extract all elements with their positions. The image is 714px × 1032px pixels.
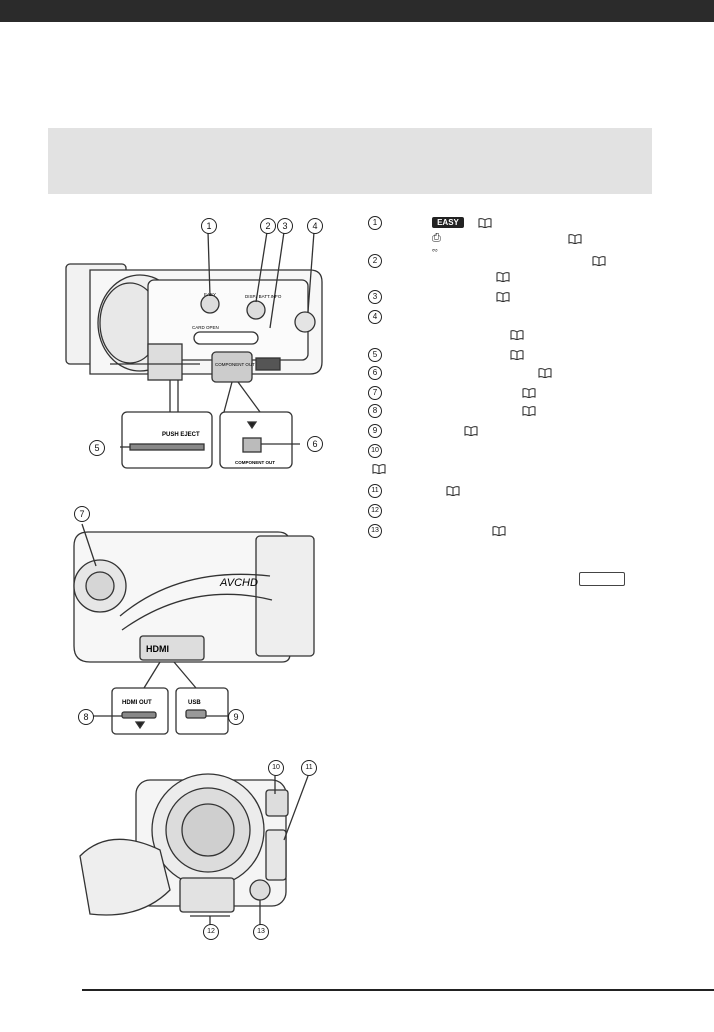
- book-icon: [492, 526, 506, 536]
- hdmi-logo-text: HDMI: [146, 644, 169, 654]
- legend-number: 5: [368, 348, 382, 362]
- book-icon: [372, 464, 386, 474]
- component-out-inset-label: COMPONENT OUT: [235, 460, 275, 465]
- component-out-body-label: COMPONENT OUT: [215, 362, 255, 367]
- legend-number: 7: [368, 386, 382, 400]
- callout-4: 4: [307, 218, 323, 234]
- legend-number: 9: [368, 424, 382, 438]
- legend-number: 13: [368, 524, 382, 538]
- mode-button-icon: [579, 572, 625, 586]
- avchd-logo-text: AVCHD: [219, 577, 258, 589]
- callout-12: 12: [203, 924, 219, 940]
- legend-number: 3: [368, 290, 382, 304]
- print-share-icon: ⎙ ∾: [432, 232, 441, 256]
- card-open-label: CARD OPEN: [192, 325, 219, 330]
- callout-5: 5: [89, 440, 105, 456]
- book-icon: [522, 388, 536, 398]
- push-eject-label: PUSH EJECT: [162, 432, 200, 438]
- book-icon: [464, 426, 478, 436]
- callout-9: 9: [228, 709, 244, 725]
- easy-button-label: EASY: [204, 292, 216, 297]
- callout-2: 2: [260, 218, 276, 234]
- hdmi-out-label: HDMI OUT: [122, 700, 152, 706]
- callout-3: 3: [277, 218, 293, 234]
- legend-number: 1: [368, 216, 382, 230]
- legend-number: 11: [368, 484, 382, 498]
- book-icon: [568, 234, 582, 244]
- book-icon: [478, 218, 492, 228]
- callout-10: 10: [268, 760, 284, 776]
- usb-label: USB: [188, 700, 201, 706]
- header-bar: [0, 0, 714, 22]
- callout-6: 6: [307, 436, 323, 452]
- book-icon: [496, 292, 510, 302]
- book-icon: [510, 350, 524, 360]
- easy-badge: EASY: [432, 217, 464, 228]
- book-icon: [510, 330, 524, 340]
- callout-11: 11: [301, 760, 317, 776]
- book-icon: [446, 486, 460, 496]
- camcorder-right-illustration: AVCHD HDMI HDMI OUT USB: [73, 523, 315, 735]
- figure-left-side-view: PUSH EJECT COMPONENT OUT COMPONENT OUT C…: [60, 218, 350, 480]
- disp-batt-info-label: DISP./ BATT.INFO: [245, 294, 282, 299]
- legend-number: 4: [368, 310, 382, 324]
- camcorder-front-illustration: [79, 773, 309, 928]
- book-icon: [522, 406, 536, 416]
- callout-7: 7: [74, 506, 90, 522]
- callout-13: 13: [253, 924, 269, 940]
- callout-1: 1: [201, 218, 217, 234]
- legend-number: 12: [368, 504, 382, 518]
- figure-right-side-view: AVCHD HDMI HDMI OUT USB 7 8 9: [60, 506, 330, 742]
- book-icon: [592, 256, 606, 266]
- callout-8: 8: [78, 709, 94, 725]
- legend-number: 2: [368, 254, 382, 268]
- legend-number: 8: [368, 404, 382, 418]
- legend-number: 6: [368, 366, 382, 380]
- section-title-panel: [48, 128, 652, 194]
- book-icon: [496, 272, 510, 282]
- camcorder-side-illustration: PUSH EJECT COMPONENT OUT COMPONENT OUT C…: [65, 231, 323, 469]
- figure-front-view: 10 11 12 13: [70, 760, 330, 950]
- legend-number: 10: [368, 444, 382, 458]
- footer-rule: [82, 989, 714, 991]
- book-icon: [538, 368, 552, 378]
